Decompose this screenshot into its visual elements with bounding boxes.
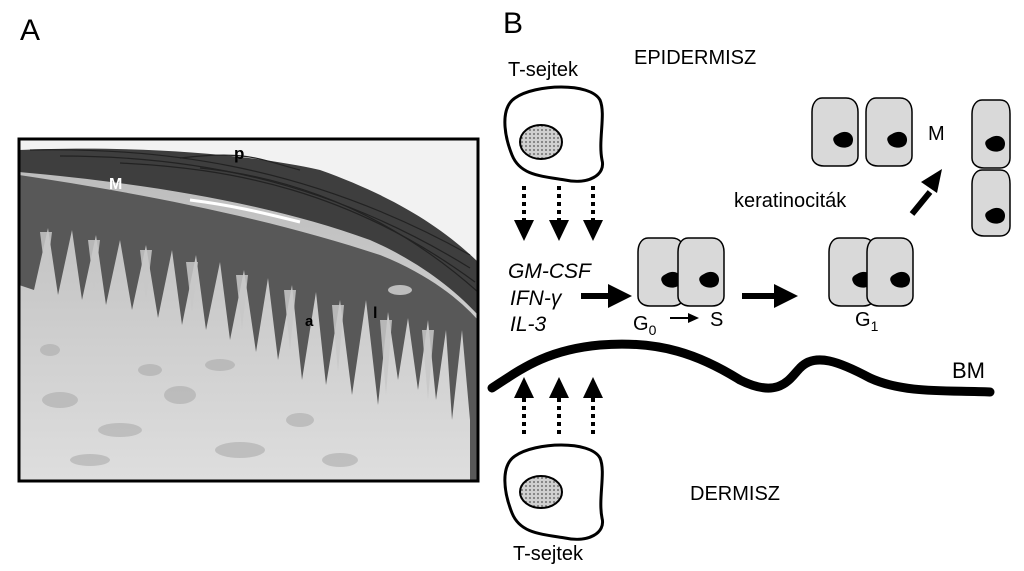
keratinocyte-top-pair [811, 97, 913, 167]
label-a: a [305, 313, 314, 330]
keratinocyte-g0-pair [637, 237, 725, 307]
label-l: l [373, 305, 377, 322]
phase-g1: G1 [855, 309, 879, 334]
keratinocyte-dividing [971, 99, 1011, 237]
dermis-texture [40, 344, 358, 467]
micrograph-frame [17, 137, 480, 483]
arrow-g1-to-m [909, 169, 942, 216]
t-cells-bottom-label: T-sejtek [513, 543, 584, 565]
epidermis-tissue [19, 175, 478, 481]
panel-b-label: B [503, 7, 523, 40]
cytokine-arrows-down [514, 186, 603, 241]
t-cell-top [503, 85, 604, 183]
basement-membrane [487, 339, 995, 397]
dermis-label: DERMISZ [690, 483, 780, 505]
phase-m: M [928, 123, 945, 145]
panel-a-label: A [20, 14, 40, 47]
arrow-s-to-g1 [742, 284, 798, 308]
bm-label: BM [952, 358, 985, 383]
t-cell-bottom [503, 443, 604, 541]
label-m: M [109, 176, 122, 193]
phase-g0: G0 [633, 313, 657, 338]
papillae [40, 232, 434, 400]
cytokine-gm-csf: GM-CSF [508, 260, 592, 283]
arrow-to-g0 [581, 284, 632, 308]
cytokine-arrows-up [514, 377, 603, 436]
phase-s: S [710, 309, 723, 331]
arrow-g0-to-s [670, 313, 699, 323]
cytokine-il-3: IL-3 [510, 313, 547, 336]
keratinocyte-g1-pair [828, 237, 914, 307]
surface-background [19, 139, 478, 262]
epidermis-label: EPIDERMISZ [634, 47, 756, 69]
cleft [189, 198, 301, 224]
t-cells-top-label: T-sejtek [508, 59, 579, 81]
label-p: p [234, 144, 244, 163]
keratinocytes-label: keratinociták [734, 190, 847, 212]
keratin-fibres [29, 149, 478, 293]
micrograph: p M a l [19, 139, 478, 481]
cytokine-ifn-gamma: IFN-γ [510, 287, 563, 310]
vesicle [388, 285, 412, 295]
